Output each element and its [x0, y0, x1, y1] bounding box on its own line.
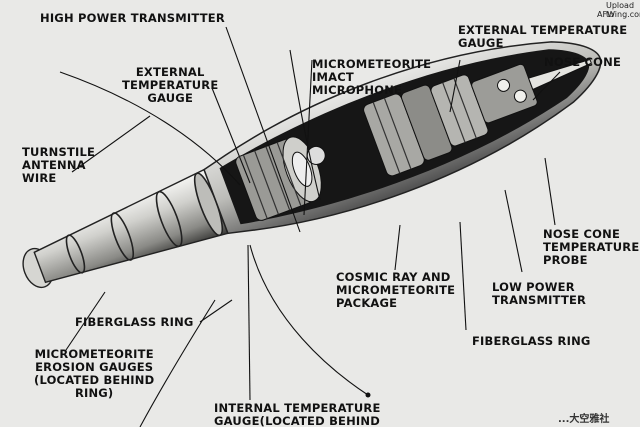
satellite-body: [22, 41, 602, 289]
label-external-temperature-gauge-left: EXTERNAL TEMPERATURE GAUGE: [122, 65, 219, 105]
corner-stamp: ...大空雅社: [558, 414, 610, 425]
nose-temperature-probe: [527, 58, 592, 91]
leader-erosion-gauges: [65, 291, 106, 351]
label-high-power-transmitter: HIGH POWER TRANSMITTER: [40, 11, 225, 25]
leader-internal-temp: [247, 244, 251, 401]
label-nose-cone: NOSE CONE: [544, 55, 622, 69]
tube-ring-1: [65, 234, 86, 274]
leader-external-gauge-right: [449, 59, 461, 113]
lower-antenna-wire: [249, 244, 369, 396]
label-turnstile-antenna-wire: TURNSTILE ANTENNA WIRE: [22, 145, 96, 185]
leader-turnstile: [71, 115, 151, 173]
label-low-power-transmitter: LOW POWER TRANSMITTER: [492, 280, 587, 307]
tube-ring-3: [155, 190, 183, 248]
leader-low-power-tx: [504, 189, 523, 273]
turnstile-antenna-wire-right: [289, 49, 321, 201]
label-micrometeorite-erosion-gauges: MICROMETEORITE EROSION GAUGES (LOCATED B…: [34, 347, 155, 400]
watermark-line-2: AFWing.com: [597, 10, 640, 19]
leader-fiberglass-left: [199, 299, 233, 323]
lower-left-antenna-wire: [139, 299, 216, 427]
leader-external-gauge-left: [211, 87, 251, 184]
leader-nose-cone: [532, 71, 561, 101]
label-internal-temperature-gauge: INTERNAL TEMPERATURE GAUGE(LOCATED BEHIN…: [214, 401, 381, 427]
leader-high-power-transmitter: [225, 26, 301, 233]
leader-lines: [59, 26, 561, 427]
turnstile-antenna-wire-upper: [59, 71, 241, 186]
label-external-temperature-gauge-right: EXTERNAL TEMPERATURE GAUGE: [458, 23, 628, 50]
label-micrometeorite-impact-microphone: MICROMETEORITE IMACT MICROPHONE: [312, 57, 432, 97]
label-fiberglass-ring-right: FIBERGLASS RING: [472, 334, 591, 348]
leader-fiberglass-right: [459, 221, 467, 331]
label-cosmic-ray-package: COSMIC RAY AND MICROMETEORITE PACKAGE: [336, 270, 456, 310]
cosmic-ray-package-stack: [363, 63, 538, 177]
leader-cosmic-ray: [394, 224, 401, 271]
label-fiberglass-ring-left: FIBERGLASS RING: [75, 315, 194, 329]
antenna-tip-dot: [365, 392, 371, 398]
high-power-transmitter-drum: [235, 136, 326, 221]
leader-cone-probe: [544, 157, 556, 226]
tube-ring-2: [110, 212, 135, 261]
watermark-line-1: Upload to: [606, 1, 635, 19]
label-nose-cone-temperature-probe: NOSE CONE TEMPERATURE PROBE: [543, 227, 640, 267]
leader-mm-microphone: [303, 59, 313, 216]
